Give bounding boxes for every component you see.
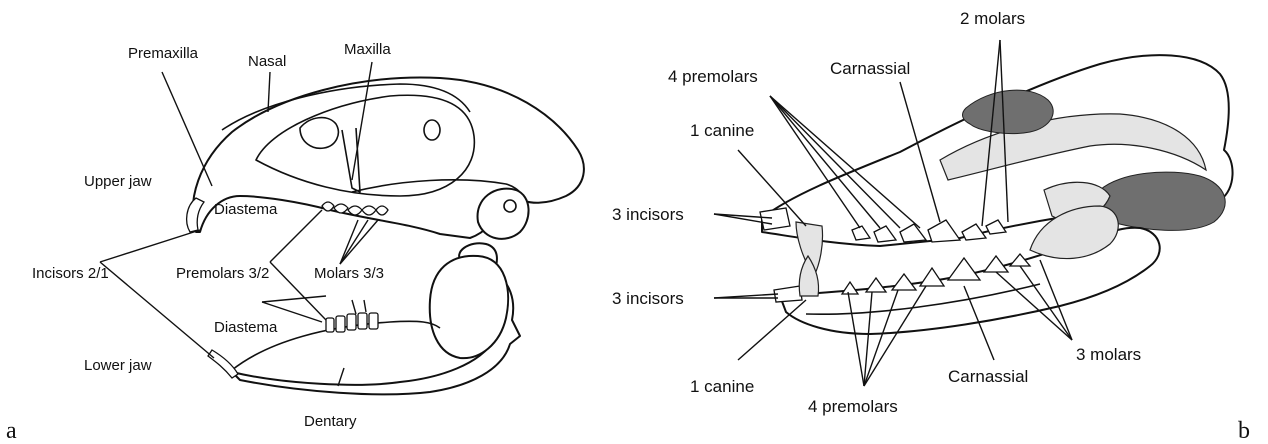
label-molars-a: Molars 3/3 xyxy=(314,265,384,282)
label-4-premolars-upper: 4 premolars xyxy=(668,67,758,86)
orbit-b xyxy=(963,90,1054,133)
lower-incisor-a xyxy=(208,350,238,378)
label-premolars-a: Premolars 3/2 xyxy=(176,265,269,282)
label-3-incisors-upper: 3 incisors xyxy=(612,205,684,224)
label-1-canine-lower: 1 canine xyxy=(690,377,754,396)
label-diastema-lower: Diastema xyxy=(214,319,278,336)
label-diastema-upper: Diastema xyxy=(214,201,278,218)
label-3-molars: 3 molars xyxy=(1076,345,1141,364)
label-3-incisors-lower: 3 incisors xyxy=(612,289,684,308)
upper-incisors-b xyxy=(760,208,790,230)
panel-letter-b: b xyxy=(1238,418,1250,444)
label-4-premolars-lower: 4 premolars xyxy=(808,397,898,416)
panel-a-drawing xyxy=(187,78,584,395)
lower-incisors-b xyxy=(774,286,802,302)
label-lower-jaw: Lower jaw xyxy=(84,357,152,374)
panel-b-drawing xyxy=(760,55,1233,334)
panel-letter-a: a xyxy=(6,418,17,444)
label-upper-jaw: Upper jaw xyxy=(84,173,152,190)
label-2-molars: 2 molars xyxy=(960,9,1025,28)
label-premaxilla: Premaxilla xyxy=(128,45,199,62)
label-nasal: Nasal xyxy=(248,53,286,70)
label-1-canine-upper: 1 canine xyxy=(690,121,754,140)
label-carnassial-lower: Carnassial xyxy=(948,367,1028,386)
label-carnassial-upper: Carnassial xyxy=(830,59,910,78)
condyle-a xyxy=(478,189,529,239)
label-incisors-a: Incisors 2/1 xyxy=(32,265,109,282)
lower-cheek-teeth-a xyxy=(326,313,378,332)
label-dentary: Dentary xyxy=(304,413,357,430)
label-maxilla: Maxilla xyxy=(344,41,391,58)
